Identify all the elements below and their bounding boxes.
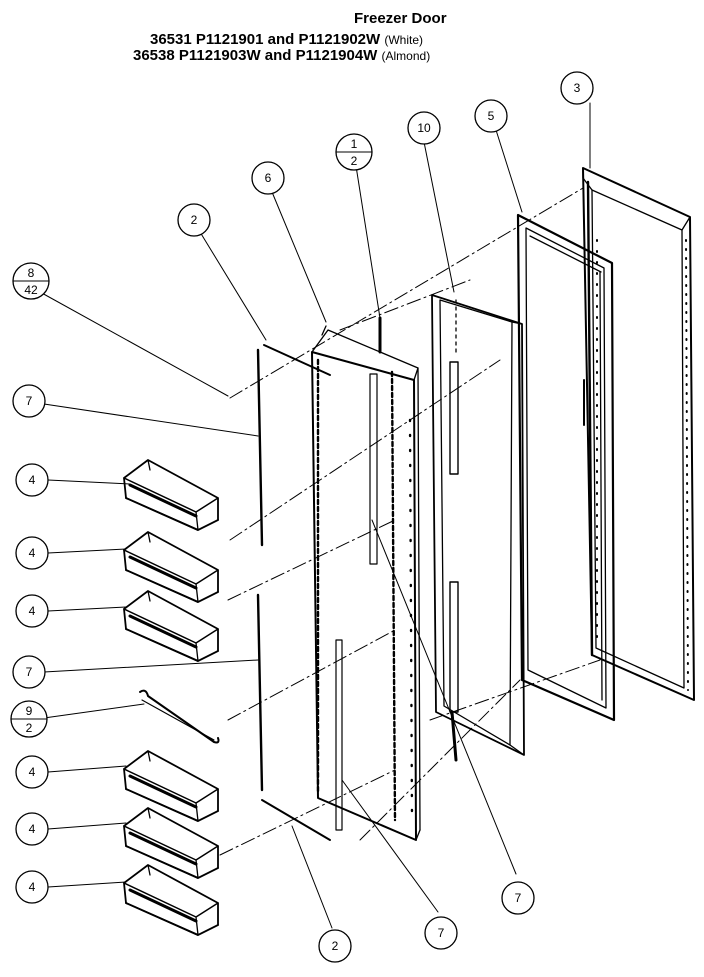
callout-c5: 5	[474, 99, 508, 133]
leader-lines	[39, 102, 591, 929]
callout-label: 2	[26, 721, 33, 735]
model-line-almond: 36538 P1121903W and P1121904W (Almond)	[133, 47, 430, 64]
callout-label: 7	[438, 926, 445, 940]
shelf-bin	[123, 531, 219, 603]
callout-c3: 3	[560, 71, 594, 105]
callout-label: 8	[28, 266, 35, 280]
callout-label: 4	[29, 546, 36, 560]
callout-circle	[318, 929, 352, 963]
door-gasket	[516, 213, 616, 722]
callout-c7-b: 7	[12, 655, 46, 689]
callout-circle	[501, 881, 535, 915]
callout-circle	[177, 203, 211, 237]
callout-c8-42: 842	[12, 262, 50, 300]
callout-circle	[12, 655, 46, 689]
inner-door-frame	[311, 325, 421, 841]
model-color-white: (White)	[384, 33, 424, 47]
callout-c10: 10	[407, 111, 441, 145]
callout-c2-top: 2	[177, 203, 211, 237]
callout-label: 9	[26, 704, 33, 718]
callout-label: 7	[515, 891, 522, 905]
callout-c4-a: 4	[15, 463, 49, 497]
callout-label: 3	[574, 81, 581, 95]
callout-c4-c: 4	[15, 594, 49, 628]
callout-circle	[15, 870, 49, 904]
callout-circle	[560, 71, 594, 105]
callout-c2-bottom: 2	[318, 929, 352, 963]
callout-circle	[251, 161, 285, 195]
callout-label: 42	[24, 283, 38, 297]
callout-circle	[474, 99, 508, 133]
shelf-bins	[123, 459, 219, 936]
callout-c1-2: 12	[335, 133, 373, 171]
shelf-bar	[139, 689, 220, 744]
callout-circle	[407, 111, 441, 145]
shelf-bin	[123, 459, 219, 531]
callout-c4-e: 4	[15, 812, 49, 846]
callout-label: 7	[26, 394, 33, 408]
callout-label: 7	[26, 665, 33, 679]
callout-c6: 6	[251, 161, 285, 195]
callout-label: 4	[29, 822, 36, 836]
model-line-almond-text: 36538 P1121903W and P1121904W	[133, 47, 378, 64]
assembly-lines	[219, 187, 601, 856]
callout-label: 5	[488, 109, 495, 123]
callout-c9-2: 92	[10, 700, 48, 738]
callout-c7-d: 7	[424, 916, 458, 950]
callout-circle	[15, 755, 49, 789]
callout-label: 4	[29, 473, 36, 487]
callout-circle	[15, 536, 49, 570]
model-line-white: 36531 P1121901 and P1121902W (White)	[150, 31, 423, 48]
shelf-bin	[123, 750, 219, 822]
callout-label: 2	[191, 213, 198, 227]
model-line-white-text: 36531 P1121901 and P1121902W	[150, 31, 381, 48]
callout-circle	[12, 384, 46, 418]
callout-label: 10	[417, 121, 431, 135]
callout-circle	[15, 463, 49, 497]
callout-circle	[15, 594, 49, 628]
callout-label: 4	[29, 604, 36, 618]
shelf-bin	[123, 807, 219, 879]
model-color-almond: (Almond)	[381, 49, 431, 63]
diagram-title: Freezer Door	[354, 10, 447, 27]
callout-label: 1	[351, 137, 358, 151]
left-rails	[256, 344, 331, 841]
callout-label: 2	[351, 154, 358, 168]
callout-label: 6	[265, 171, 272, 185]
callout-circle	[15, 812, 49, 846]
shelf-bin	[123, 864, 219, 936]
callout-c7-c: 7	[501, 881, 535, 915]
callout-c4-f: 4	[15, 870, 49, 904]
callout-c4-d: 4	[15, 755, 49, 789]
door-outer-panel	[582, 167, 695, 701]
callout-c4-b: 4	[15, 536, 49, 570]
callout-label: 4	[29, 880, 36, 894]
callout-c7-a: 7	[12, 384, 46, 418]
callout-label: 4	[29, 765, 36, 779]
shelf-bin	[123, 590, 219, 662]
callout-circle	[424, 916, 458, 950]
door-liner	[431, 294, 525, 762]
callout-label: 2	[332, 939, 339, 953]
